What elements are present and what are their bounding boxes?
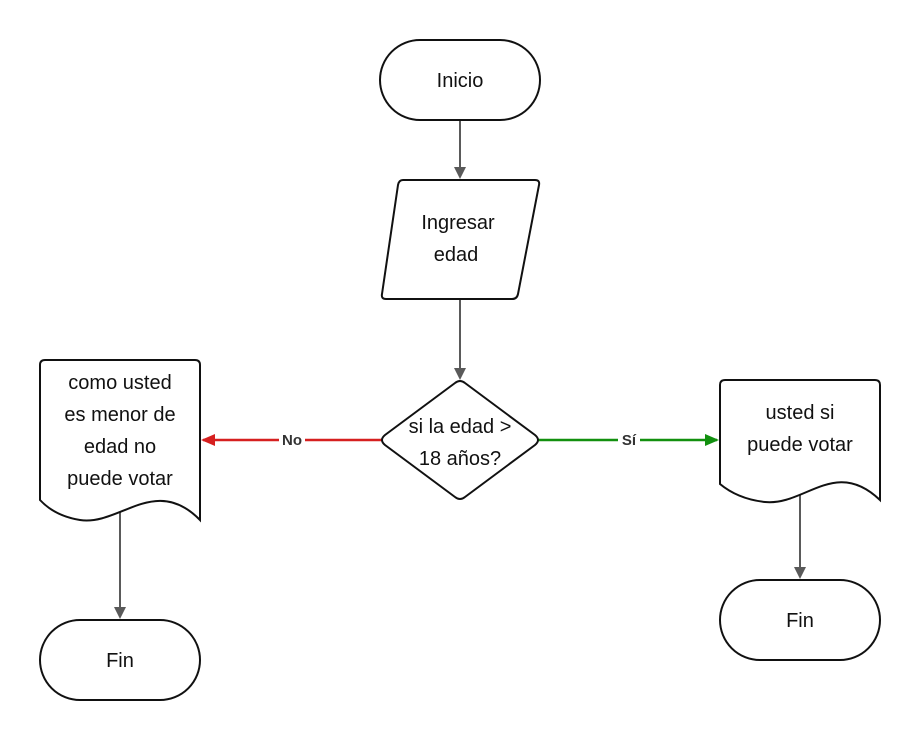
- start-terminal-label: Inicio: [437, 70, 484, 92]
- output-no-line-3: edad no: [84, 436, 156, 458]
- output-document-yes: usted si puede votar: [719, 379, 881, 504]
- input-parallelogram: Ingresar edad: [380, 179, 541, 300]
- end-terminal-right: Fin: [719, 579, 881, 661]
- output-no-line-1: como usted: [68, 372, 171, 394]
- input-line-2: edad: [434, 244, 479, 266]
- end-terminal-left: Fin: [39, 619, 201, 701]
- end-terminal-left-label: Fin: [106, 650, 134, 672]
- output-document-no: como usted es menor de edad no puede vot…: [39, 359, 201, 523]
- end-terminal-right-label: Fin: [786, 610, 814, 632]
- decision-line-1: si la edad >: [409, 416, 512, 438]
- edge-label-yes: Sí: [618, 430, 640, 450]
- edge-label-no-text: No: [282, 432, 302, 449]
- decision-line-2: 18 años?: [419, 448, 501, 470]
- output-yes-line-2: puede votar: [747, 434, 853, 456]
- output-no-line-2: es menor de: [64, 404, 175, 426]
- output-yes-line-1: usted si: [766, 402, 835, 424]
- input-line-1: Ingresar: [421, 212, 495, 234]
- output-no-line-4: puede votar: [67, 468, 173, 490]
- decision-diamond: si la edad > 18 años?: [381, 380, 539, 500]
- edge-label-yes-text: Sí: [622, 432, 637, 449]
- edge-label-no: No: [279, 430, 305, 450]
- start-terminal: Inicio: [379, 39, 541, 121]
